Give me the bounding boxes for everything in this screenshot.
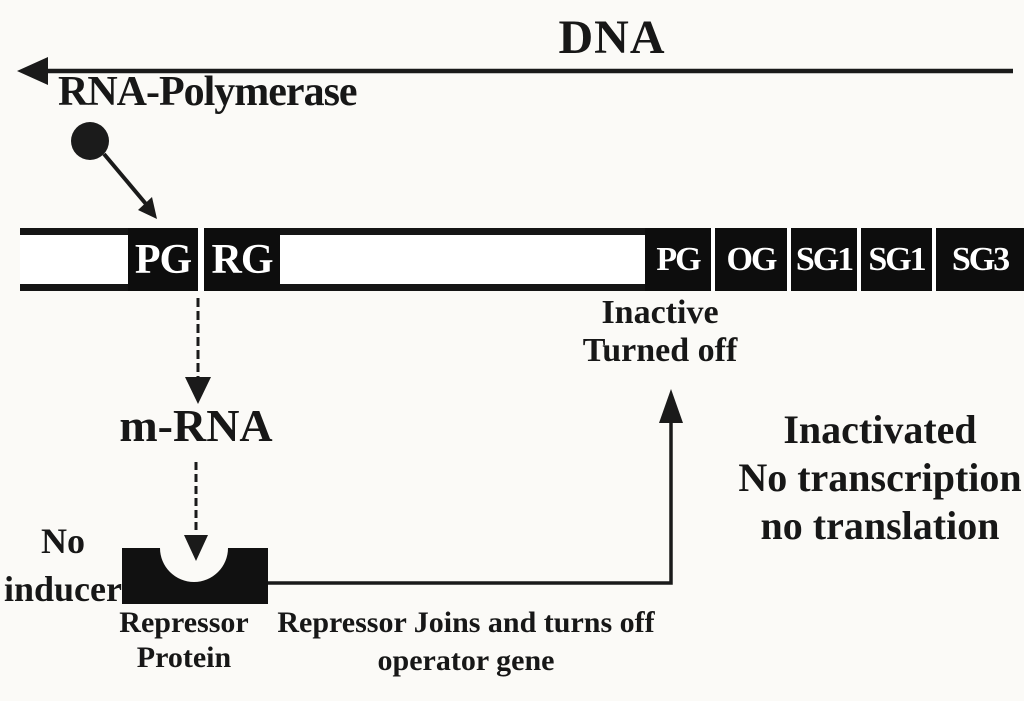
mrna-label: m-RNA [119,400,273,451]
no-inducer-label: No inducer [0,517,126,613]
inactivated-line3: no translation [760,503,1000,548]
inactive-label: Inactive Turned off [550,294,770,370]
gene-group-right: PG OG SG1 SG1 SG3 [645,228,1024,291]
inactivated-line1: Inactivated [783,407,977,452]
no-inducer-line1: No [41,521,85,561]
dna-band-top-edge [20,228,1024,235]
inactive-line2: Turned off [582,332,738,370]
gene-box-og: OG [715,228,787,291]
repression-path-arrow [268,389,683,585]
rna-polymerase-label: RNA-Polymerase [58,69,358,115]
gene-box-pg-right: PG [645,228,711,291]
dna-strand-arrow [17,57,1013,85]
inactivated-label: Inactivated No transcription no translat… [725,406,1024,550]
inactive-line1: Inactive [601,294,719,331]
joins-caption-line1: Repressor Joins and turns off [277,606,655,639]
gene-box-sg3: SG3 [936,228,1024,291]
gene-box-pg-left: PG [128,228,198,291]
repressor-protein-line2: Protein [136,640,232,674]
inactivated-line2: No transcription [738,455,1022,500]
repressor-protein-line1: Repressor [119,606,249,639]
gene-box-sg1-a: SG1 [791,228,857,291]
gene-box-rg: RG [204,228,280,291]
gene-box-sg1-b: SG1 [861,228,932,291]
rna-polymerase-arrow [102,152,157,219]
joins-caption-line2: operator gene [377,643,555,677]
gene-group-left: PG RG [128,228,280,291]
no-inducer-line2: inducer [3,569,122,610]
repressor-protein-shape [122,548,268,604]
repressor-protein-label: Repressor Protein [99,606,269,675]
dna-band: PG RG PG OG SG1 SG1 SG3 [20,228,1024,291]
transcription-arrow [185,298,211,404]
dna-band-bottom-edge [20,284,1024,291]
repressor-joins-caption: Repressor Joins and turns off operator g… [271,604,661,680]
dna-label: DNA [558,11,666,64]
mrna-to-repressor-arrow [184,462,208,561]
rna-polymerase-icon [71,122,109,160]
